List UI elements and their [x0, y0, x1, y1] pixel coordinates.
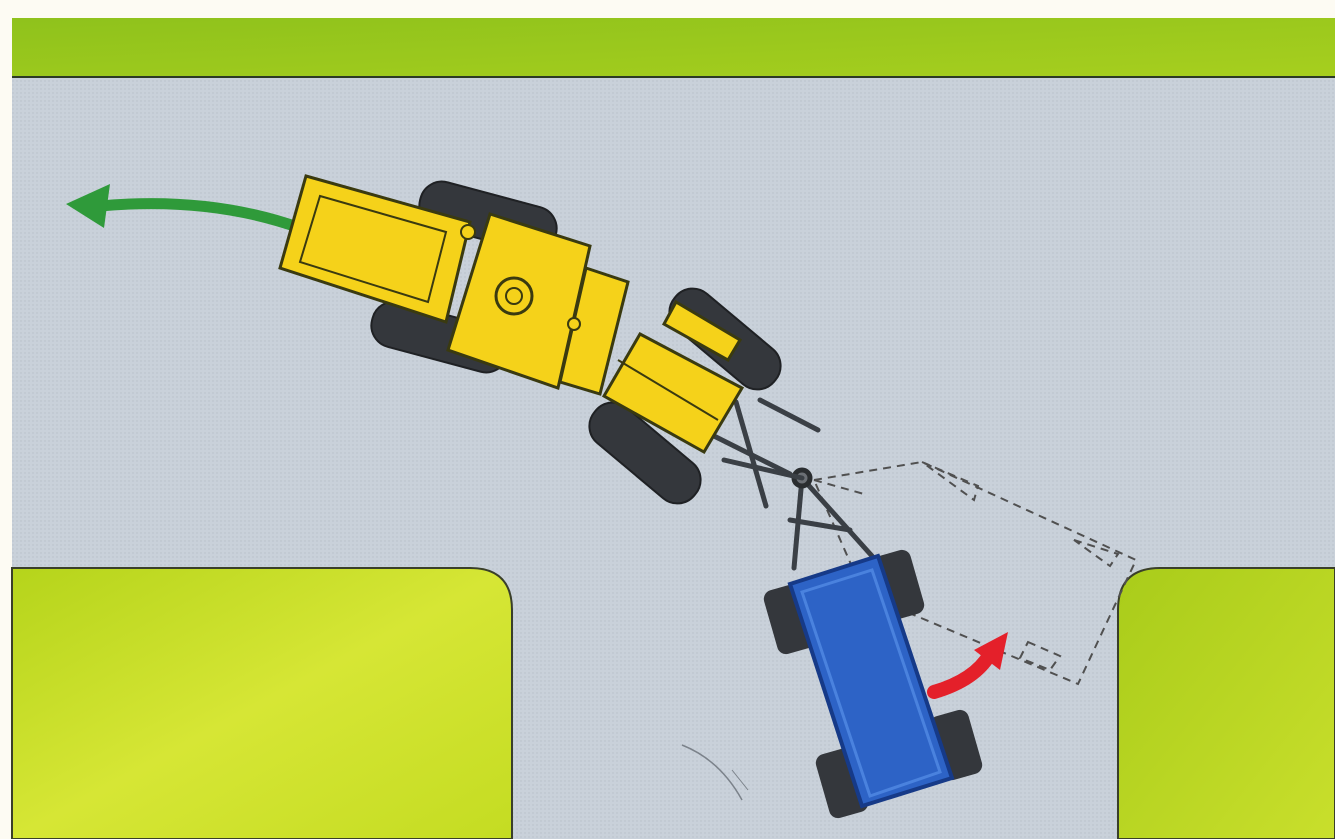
grass-top [12, 18, 1335, 78]
grass-block-left [12, 568, 512, 839]
grass-block-right [1118, 568, 1335, 839]
